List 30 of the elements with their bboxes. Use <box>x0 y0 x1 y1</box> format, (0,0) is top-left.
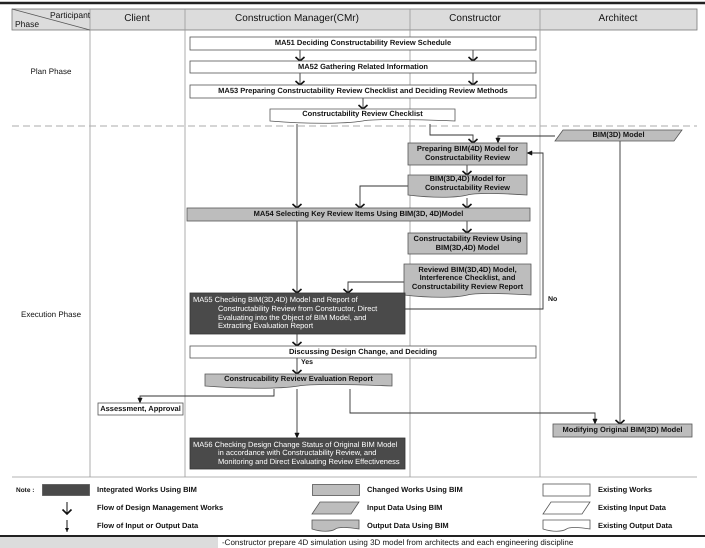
flow-arrow <box>292 124 302 209</box>
flow-arrow <box>292 334 302 347</box>
flow-arrow <box>462 220 472 234</box>
table-text: -Constructor prepare 4D simulation using 3D model from architects and each engineering discipline <box>222 538 574 547</box>
flow-arrow <box>292 220 302 294</box>
flow-arrow <box>294 50 306 62</box>
flow-arrow <box>354 186 408 209</box>
column-header: Client <box>124 13 150 24</box>
flow-arrow <box>342 282 404 294</box>
flow-arrow <box>462 164 472 176</box>
flow-arrow <box>358 98 368 110</box>
data-arrow <box>294 388 300 438</box>
data-arrow <box>350 388 598 424</box>
data-arrow <box>404 150 544 310</box>
phase-label: Execution Phase <box>20 310 82 319</box>
flow-arrow <box>468 50 478 62</box>
data-arrow <box>496 136 556 144</box>
column-header: Constructor <box>449 13 501 24</box>
data-arrow <box>138 388 274 404</box>
phase-label: Plan Phase <box>30 67 72 76</box>
flow-arrow <box>430 124 478 144</box>
column-header: Construction Manager(CMr) <box>235 13 359 24</box>
flow-arrow <box>614 140 626 425</box>
flow-arrow <box>468 72 478 86</box>
flow-arrow <box>292 358 302 375</box>
column-header: Architect <box>598 13 638 24</box>
flow-arrow <box>294 72 306 86</box>
flow-arrow <box>462 198 472 209</box>
header-text: Participant <box>50 10 90 20</box>
header-text: Phase <box>15 19 40 29</box>
